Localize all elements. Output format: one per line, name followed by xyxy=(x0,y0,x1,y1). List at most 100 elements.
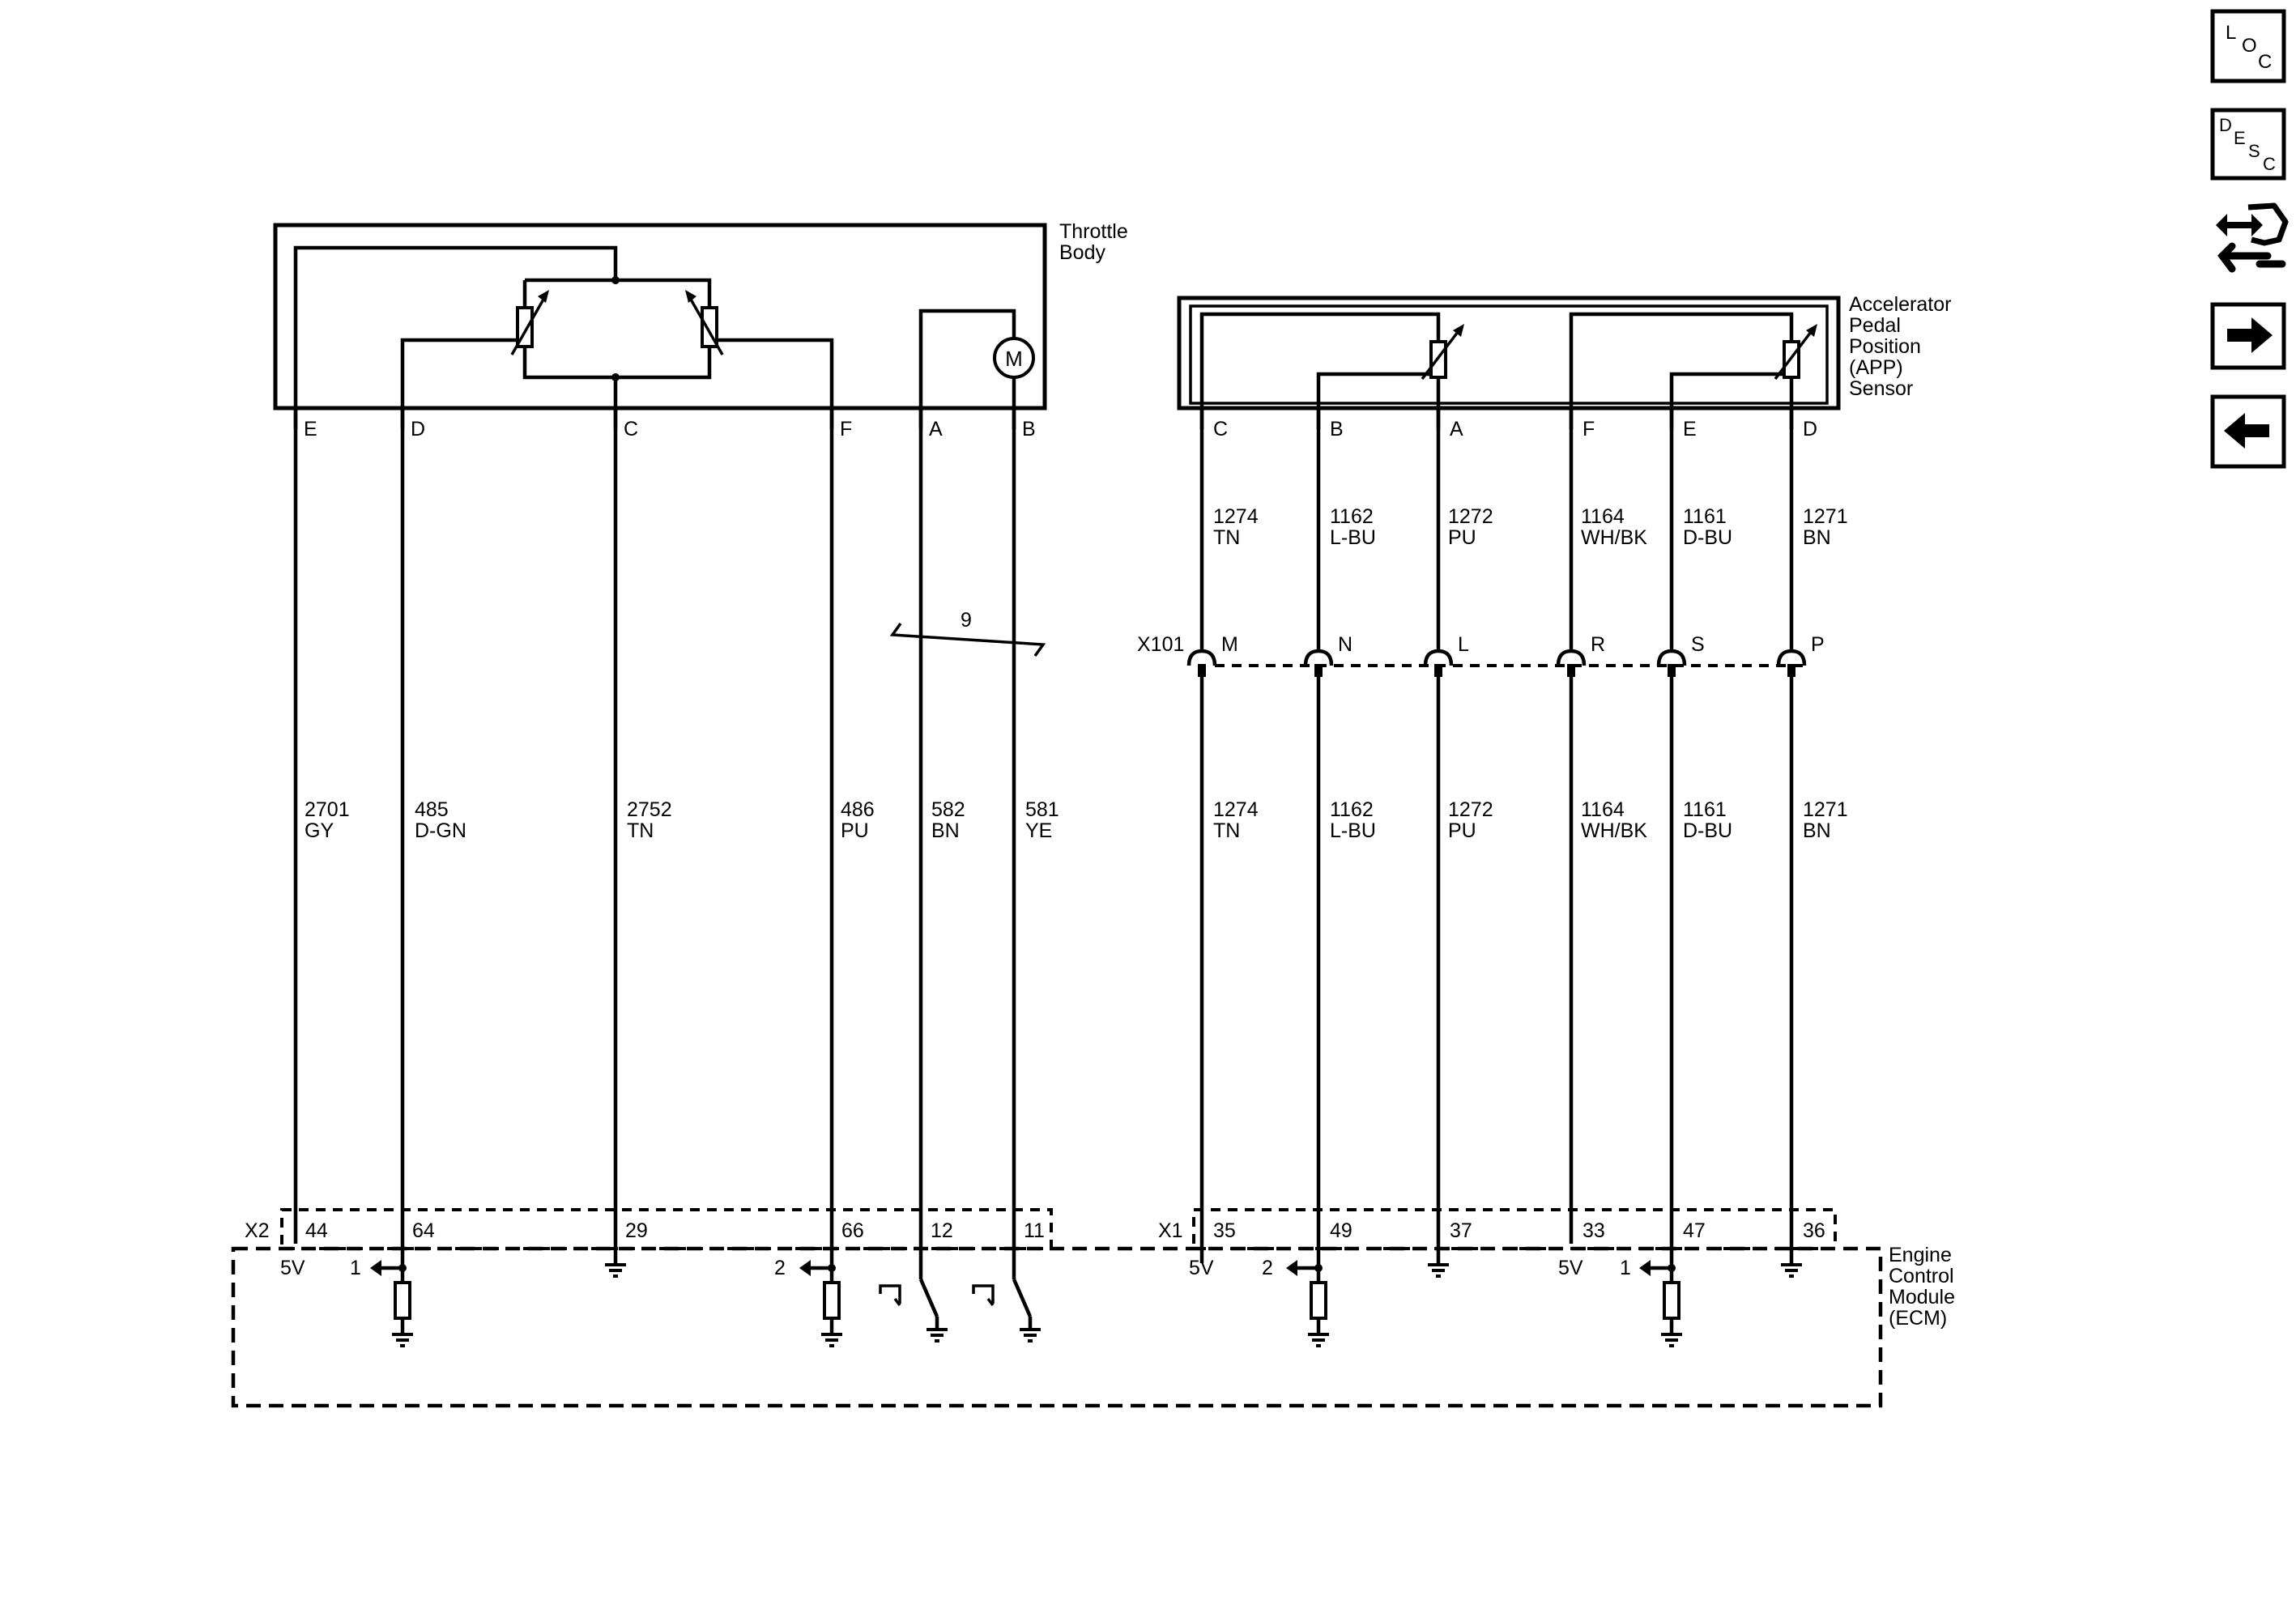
x101-pin-R xyxy=(1567,664,1575,677)
ecm-pulldown-ground-3 xyxy=(1308,1333,1329,1347)
app-wire-1-circuit-upper: 1274 xyxy=(1213,505,1259,528)
connector-tool-icon[interactable] xyxy=(2216,202,2289,273)
tb-wire-5-color: BN xyxy=(931,819,960,842)
throttle-pin-F: F xyxy=(840,418,852,440)
desc-button[interactable]: D E S C xyxy=(2210,108,2286,181)
tb-wire-3-circuit: 2752 xyxy=(627,798,672,821)
x1-label: X1 xyxy=(1158,1219,1183,1242)
ecm-label-1: Engine xyxy=(1889,1244,1952,1266)
arrow-right-icon xyxy=(2227,317,2273,353)
throttle-body-label-2: Body xyxy=(1059,241,1105,264)
desc-letter-d: D xyxy=(2219,115,2232,135)
app-pin-D: D xyxy=(1803,418,1817,440)
x2-pin-29: 29 xyxy=(625,1219,648,1242)
wire-labels: 2701GY485D-GN2752TN486PU582BN581YE1274TN… xyxy=(305,505,1848,842)
throttle-pin-A: A xyxy=(929,418,943,440)
tb-motor xyxy=(993,337,1035,379)
ecm-pulldown-3 xyxy=(1286,1244,1329,1347)
app-pot-1-arrow xyxy=(1453,324,1464,337)
desc-letter-c: C xyxy=(2263,154,2276,174)
desc-letter-e: E xyxy=(2234,128,2246,148)
twist-count: 9 xyxy=(961,609,972,632)
ecm-pulldown-ground-2 xyxy=(821,1333,842,1347)
app-sensor[interactable]: Accelerator Pedal Position (APP) Sensor xyxy=(1177,293,1951,429)
app-wire-6-circuit-lower: 1271 xyxy=(1803,798,1848,821)
throttle-pin-B: B xyxy=(1022,418,1036,440)
tb-wire-2-color: D-GN xyxy=(415,819,466,842)
x101-pin-L xyxy=(1434,664,1442,677)
app-wire-2-circuit-lower: 1162 xyxy=(1330,798,1374,821)
app-wire-f-top xyxy=(1569,312,1794,429)
ecm-pulldown-4 xyxy=(1639,1244,1682,1347)
tb-wire-e-top xyxy=(293,245,618,429)
app-wires xyxy=(1199,408,1794,1263)
ecm-5v-b: 5V xyxy=(1189,1257,1214,1279)
ecm-motor-ground-1 xyxy=(926,1328,948,1343)
ecm-motor-switch-2 xyxy=(972,1279,1041,1343)
app-label-1: Accelerator xyxy=(1849,293,1951,316)
app-sensor-outline xyxy=(1177,296,1841,411)
throttle-body-outline xyxy=(273,223,1047,411)
throttle-body[interactable]: Throttle Body M xyxy=(273,220,1128,429)
app-pot-2-arrow xyxy=(1806,324,1817,337)
x101-label: X101 xyxy=(1137,633,1184,656)
tb-wire-6-color: YE xyxy=(1025,819,1052,842)
tb-wire-1-color: GY xyxy=(305,819,334,842)
app-wire-4-color-lower: WH/BK xyxy=(1581,819,1647,842)
app-wire-6-color-lower: BN xyxy=(1803,819,1831,842)
app-wire-c-top xyxy=(1199,312,1441,429)
tb-pot-1-arrow xyxy=(538,290,549,303)
app-wire-4-circuit-lower: 1164 xyxy=(1581,798,1625,821)
next-page-button[interactable] xyxy=(2210,302,2286,370)
app-wire-2-circuit-upper: 1162 xyxy=(1330,505,1374,528)
ecm-ref-2b: 2 xyxy=(1262,1257,1273,1279)
ecm-pulldown-1 xyxy=(370,1244,413,1347)
tb-motor-label: M xyxy=(1005,347,1023,371)
loc-letter-o: O xyxy=(2242,35,2257,57)
app-wire-1-color-lower: TN xyxy=(1213,819,1240,842)
x2-label: X2 xyxy=(245,1219,270,1242)
arrow-left-icon xyxy=(2224,413,2269,449)
x101-pin-label-P: P xyxy=(1811,633,1825,656)
ecm-ref-1a: 1 xyxy=(350,1257,361,1279)
x1-pin-36: 36 xyxy=(1803,1219,1825,1242)
tb-wire-f-top xyxy=(709,338,834,429)
loc-letter-c: C xyxy=(2258,51,2272,73)
x1-pin-37: 37 xyxy=(1450,1219,1472,1242)
throttle-wires xyxy=(293,408,1016,1279)
app-pin-A: A xyxy=(1450,418,1463,440)
app-pin-E: E xyxy=(1683,418,1697,440)
ecm-motor-switch-1 xyxy=(879,1279,948,1343)
app-wire-1-circuit-lower: 1274 xyxy=(1213,798,1259,821)
desc-letter-s: S xyxy=(2248,141,2260,161)
ecm-label-2: Control xyxy=(1889,1265,1954,1287)
app-wire-6-circuit-upper: 1271 xyxy=(1803,505,1848,528)
app-pin-C: C xyxy=(1213,418,1228,440)
x101-terminal-S xyxy=(1656,649,1687,666)
app-wire-3-circuit-lower: 1272 xyxy=(1448,798,1493,821)
nav-toolbar: L O C D E S C xyxy=(2210,9,2289,469)
tb-splice-top xyxy=(611,276,620,284)
loc-letter-l: L xyxy=(2226,22,2236,44)
ecm-pulldown-ground-4 xyxy=(1661,1333,1682,1347)
loc-button[interactable]: L O C xyxy=(2210,9,2286,83)
app-wire-5-circuit-upper: 1161 xyxy=(1683,505,1727,528)
ecm-outline xyxy=(231,1246,1883,1408)
tb-wire-4-color: PU xyxy=(841,819,869,842)
app-pin-B: B xyxy=(1330,418,1344,440)
app-wire-3-color-upper: PU xyxy=(1448,526,1476,549)
ecm-ref-1b: 1 xyxy=(1620,1257,1631,1279)
x101-pin-label-M: M xyxy=(1221,633,1238,656)
app-wire-2-color-lower: L-BU xyxy=(1330,819,1376,842)
previous-page-button[interactable] xyxy=(2210,394,2286,469)
x2-pin-66: 66 xyxy=(841,1219,864,1242)
x1-pin-47: 47 xyxy=(1683,1219,1706,1242)
ecm-ground-a xyxy=(1428,1263,1449,1278)
x101-pin-label-L: L xyxy=(1458,633,1469,656)
x2-pin-11: 11 xyxy=(1024,1219,1045,1242)
tb-sensor-bridge xyxy=(522,278,712,380)
app-label-5: Sensor xyxy=(1849,377,1913,400)
